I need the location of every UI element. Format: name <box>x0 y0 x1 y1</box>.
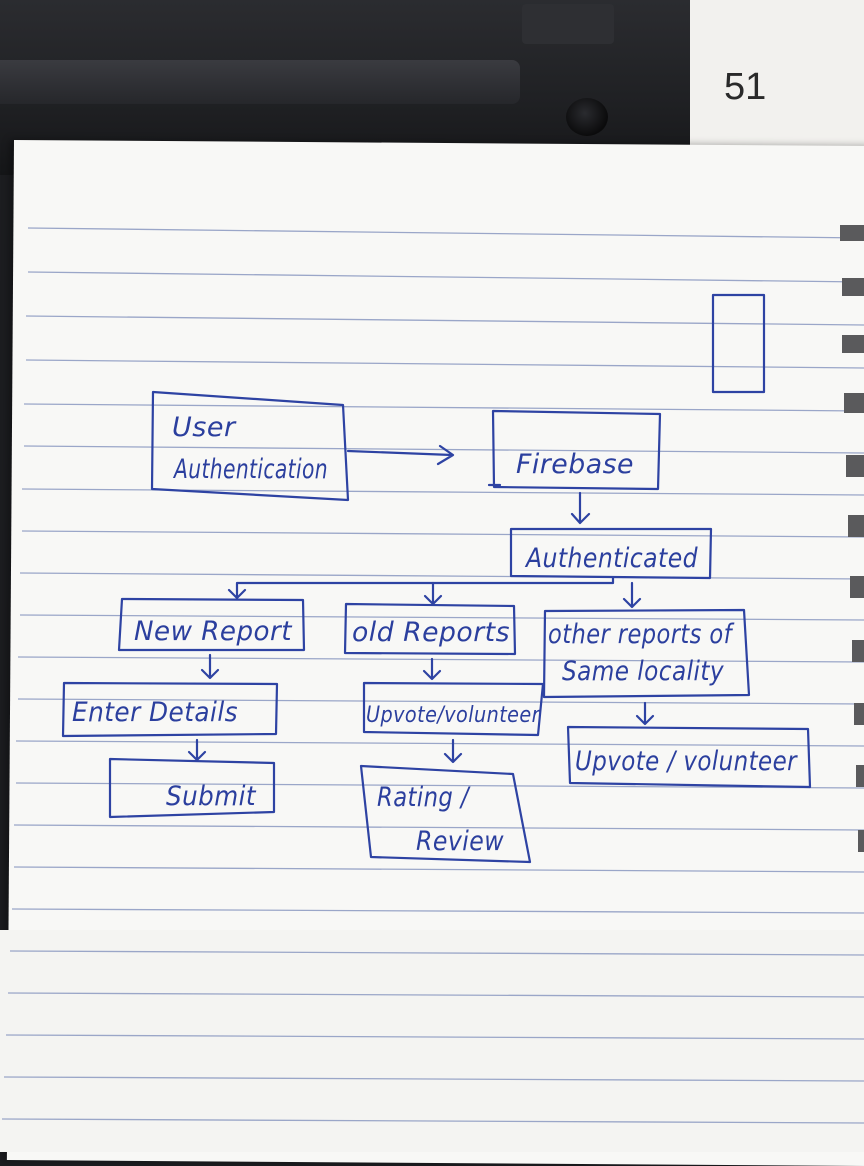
laptop-hinge <box>0 60 520 104</box>
user-auth-label-line2: Authentication <box>172 454 328 485</box>
old-reports-label: old Reports <box>352 617 510 648</box>
binder-rings <box>840 225 864 852</box>
upvote-other-label: Upvote / volunteer <box>575 746 798 777</box>
other-reports-label-line2: Same locality <box>562 656 724 687</box>
notebook-page-lower <box>0 930 864 1152</box>
old-reports-box <box>343 602 517 656</box>
authenticated-box <box>509 527 713 580</box>
rating-review-box <box>359 764 532 864</box>
authenticated-label: Authenticated <box>524 543 698 574</box>
submit-label: Submit <box>166 781 257 812</box>
upvote-old-box <box>362 681 545 737</box>
new-report-label: New Report <box>134 616 293 647</box>
page-number: 51 <box>724 66 767 108</box>
upvote-other-box <box>566 725 812 789</box>
user-auth-box <box>150 390 350 502</box>
connectors <box>187 444 655 764</box>
new-report-box <box>117 597 306 652</box>
rating-review-label-line1: Rating / <box>377 782 471 813</box>
other-reports-box <box>542 608 751 699</box>
user-auth-label-line1: User <box>172 412 237 443</box>
empty-box <box>711 293 766 394</box>
enter-details-box <box>61 681 279 738</box>
upvote-old-label: Upvote/volunteer <box>366 703 541 728</box>
firebase-box <box>487 409 662 491</box>
ruled-lines <box>1 227 864 1124</box>
enter-details-label: Enter Details <box>72 697 238 728</box>
submit-box <box>108 757 276 819</box>
other-reports-label-line1: other reports of <box>548 619 734 650</box>
firebase-label: Firebase <box>516 449 634 480</box>
laptop-button <box>566 98 608 136</box>
rating-review-label-line2: Review <box>416 826 504 857</box>
laptop-hinge-block <box>522 4 614 44</box>
